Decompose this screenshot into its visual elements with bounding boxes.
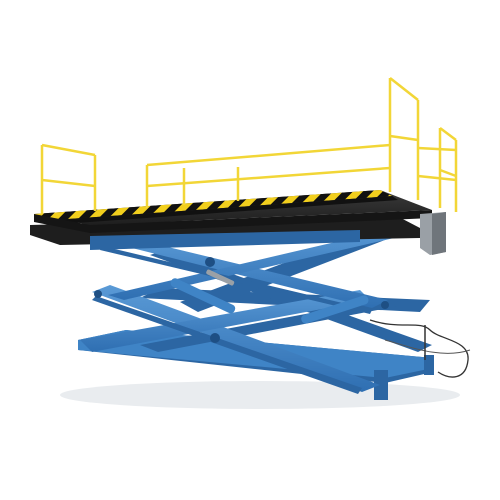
front-upper-scissor: [100, 226, 420, 314]
ground-shadow: [60, 381, 460, 409]
platform-deck: [34, 190, 432, 233]
front-lower-scissor: [80, 285, 380, 394]
hydraulic-cylinders: [170, 269, 369, 324]
side-guard-plates: [420, 212, 446, 255]
hydraulic-hose: [369, 319, 469, 378]
rear-railing: [145, 143, 391, 208]
right-railing: [388, 77, 458, 212]
left-railing: [40, 143, 97, 214]
power-cable: [384, 339, 471, 354]
